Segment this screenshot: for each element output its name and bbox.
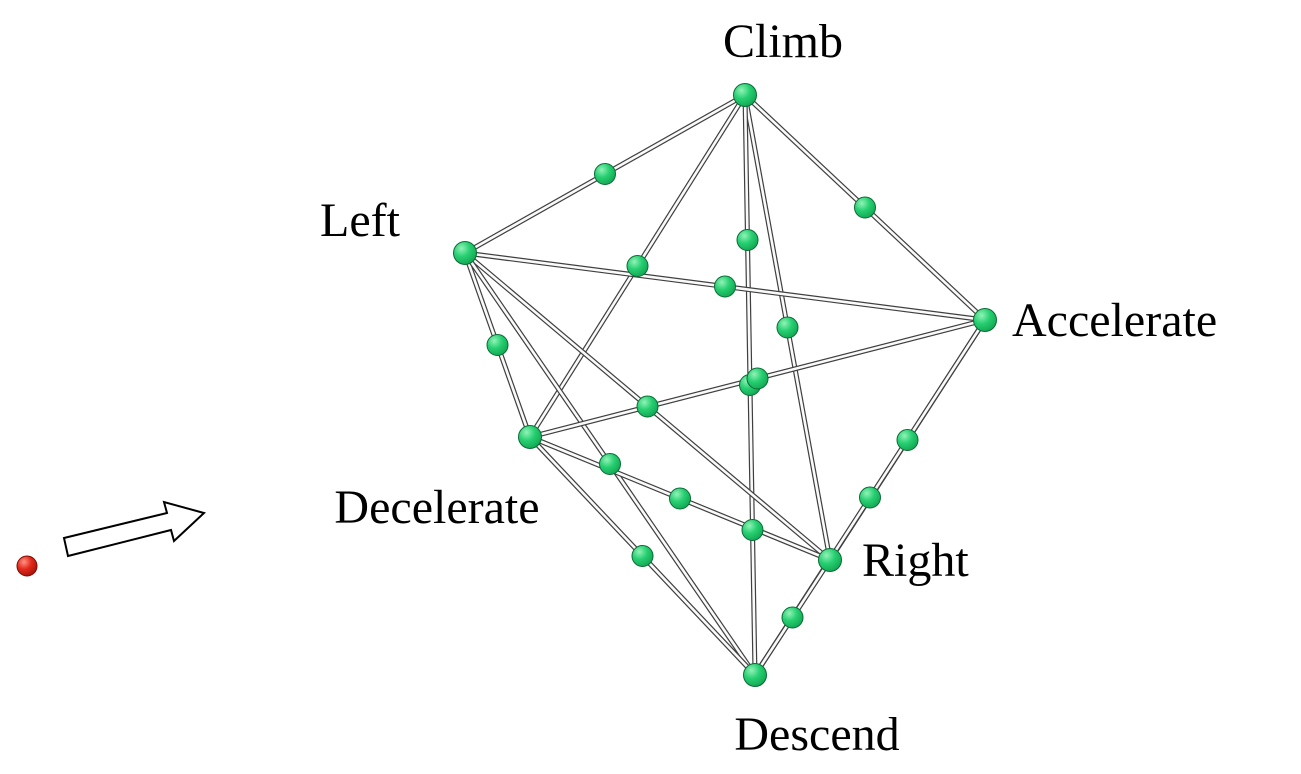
action-node-climb-accelerate-0 bbox=[854, 196, 876, 219]
vertex-node-descend bbox=[743, 663, 767, 687]
vertex-label-left: Left bbox=[320, 194, 401, 247]
action-node-accelerate-decelerate-0 bbox=[746, 367, 769, 390]
vertex-node-right bbox=[818, 548, 842, 572]
action-node-climb-decelerate-0 bbox=[626, 255, 649, 277]
action-node-accelerate-descend-0 bbox=[859, 486, 881, 509]
action-node-left-right-0 bbox=[636, 395, 659, 418]
action-node-decelerate-descend-0 bbox=[631, 545, 654, 567]
action-node-left-decelerate-0 bbox=[486, 334, 509, 356]
vertex-label-decelerate: Decelerate bbox=[334, 481, 539, 534]
action-node-left-accelerate-0 bbox=[714, 275, 736, 298]
action-node-left-descend-0 bbox=[599, 453, 621, 475]
vertex-label-right: Right bbox=[862, 534, 969, 587]
action-node-accelerate-right-0 bbox=[896, 429, 919, 451]
vertex-node-decelerate bbox=[518, 425, 542, 449]
vertex-label-accelerate: Accelerate bbox=[1012, 294, 1217, 347]
vertex-node-left bbox=[453, 241, 477, 265]
vertex-label-descend: Descend bbox=[734, 708, 899, 761]
action-node-climb-descend-0 bbox=[736, 229, 759, 251]
action-node-right-descend-0 bbox=[781, 606, 804, 629]
action-node-climb-left-0 bbox=[594, 163, 616, 185]
action-node-climb-descend-2 bbox=[741, 519, 764, 541]
direction-arrow-icon bbox=[62, 500, 206, 558]
vertex-node-climb bbox=[733, 83, 757, 107]
vertex-label-climb: Climb bbox=[723, 15, 843, 68]
vertex-node-accelerate bbox=[973, 308, 997, 332]
action-node-decelerate-right-0 bbox=[669, 487, 691, 510]
action-node-climb-right-0 bbox=[776, 316, 799, 339]
agent-dot bbox=[16, 555, 38, 577]
